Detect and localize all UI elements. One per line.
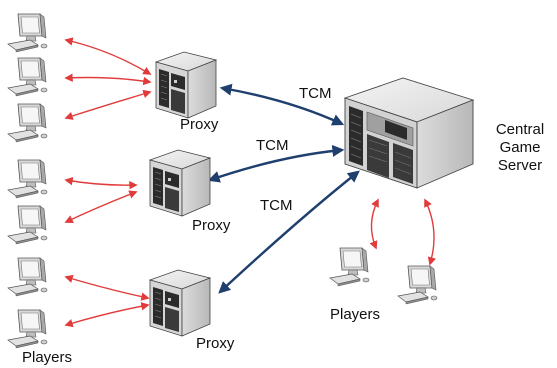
tcm-label-middle: TCM bbox=[256, 137, 289, 154]
tcm-link-proxy2 bbox=[207, 144, 345, 183]
tcm-label-top: TCM bbox=[299, 85, 332, 102]
player-computer-icon bbox=[7, 257, 48, 297]
player-computer-icon bbox=[7, 13, 48, 53]
players-label-left: Players bbox=[22, 349, 73, 366]
player-computer-icon bbox=[329, 247, 370, 287]
link-pc1-proxy1 bbox=[64, 37, 152, 75]
player-links bbox=[64, 37, 436, 328]
tcm-link-proxy3 bbox=[218, 170, 360, 294]
link-pc7-proxy3 bbox=[64, 302, 150, 328]
player-computer-icon bbox=[7, 205, 48, 245]
link-pc5-proxy2 bbox=[64, 190, 138, 223]
proxy-server-icon bbox=[155, 51, 217, 119]
link-server-player-a bbox=[369, 198, 379, 250]
link-pc6-proxy3 bbox=[64, 274, 150, 301]
proxy-server-icon bbox=[149, 269, 211, 337]
players-label-right: Players bbox=[330, 306, 381, 323]
server-label-line1: Central bbox=[495, 121, 545, 138]
proxy-label-top: Proxy bbox=[180, 116, 219, 133]
link-server-player-b bbox=[424, 198, 436, 266]
player-computer-icon bbox=[7, 57, 48, 97]
link-pc4-proxy2 bbox=[64, 177, 138, 190]
link-pc3-proxy1 bbox=[64, 89, 152, 120]
player-computer-icon bbox=[7, 103, 48, 143]
proxy-label-bottom: Proxy bbox=[196, 335, 235, 352]
server-label-line3: Server bbox=[497, 157, 543, 174]
tcm-link-proxy1 bbox=[219, 83, 345, 126]
server-label-line2: Game bbox=[499, 139, 541, 156]
link-pc2-proxy1 bbox=[64, 73, 152, 86]
proxy-label-middle: Proxy bbox=[192, 217, 231, 234]
player-computer-icon bbox=[7, 309, 48, 349]
tcm-label-bottom: TCM bbox=[260, 197, 293, 214]
proxy-server-icon bbox=[149, 149, 211, 217]
player-computer-icon bbox=[7, 159, 48, 199]
player-computer-icon bbox=[397, 265, 438, 305]
tcm-links bbox=[207, 83, 360, 294]
central-server-icon bbox=[344, 77, 474, 189]
